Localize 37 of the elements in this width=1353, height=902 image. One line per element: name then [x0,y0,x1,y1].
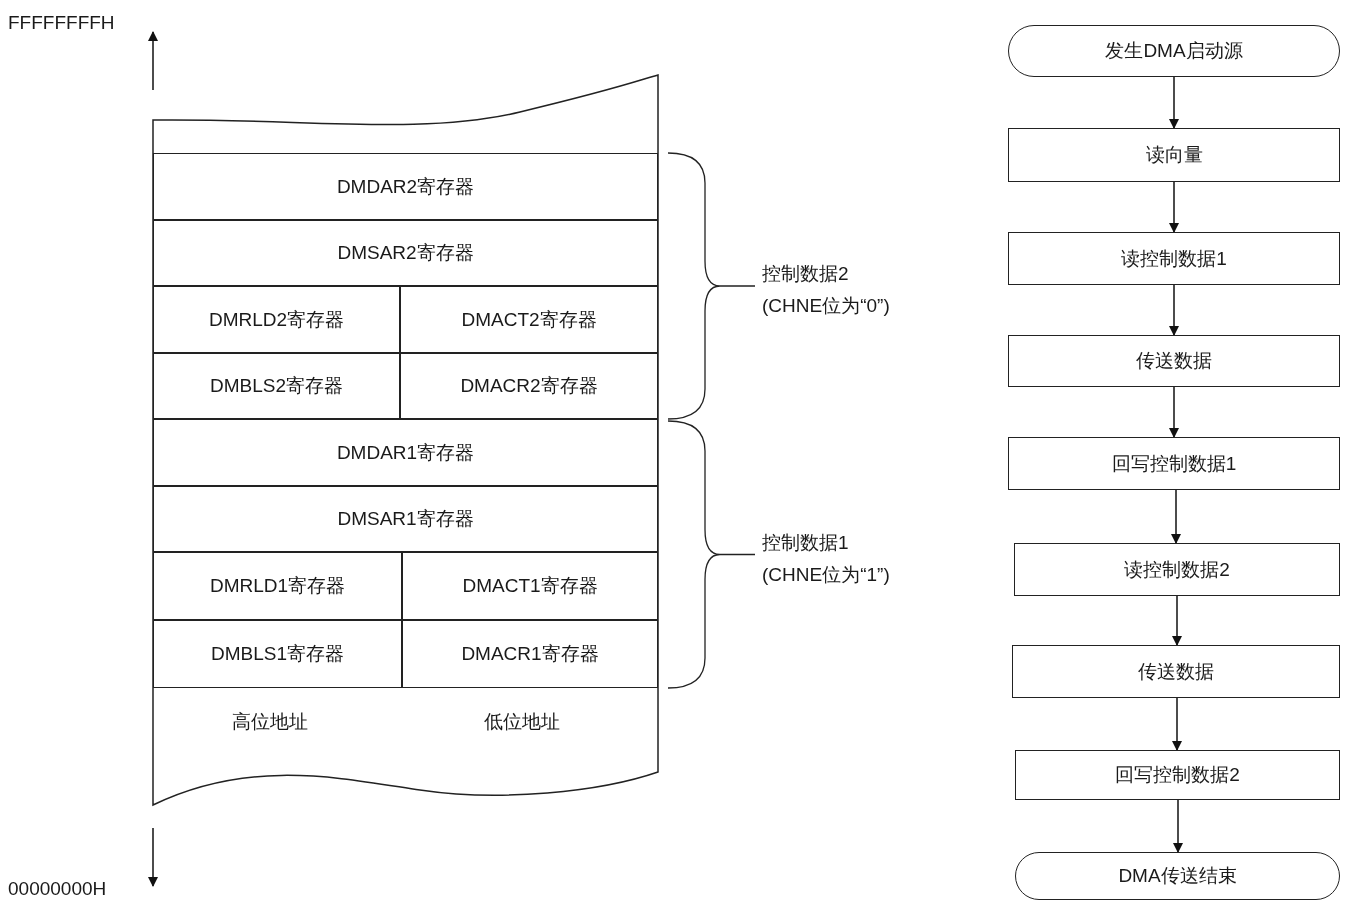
bracket-label: (CHNE位为“0”) [762,294,890,318]
arrow [1169,386,1179,438]
register-cell: DMBLS2寄存器 [153,353,400,419]
register-cell: DMSAR1寄存器 [153,486,658,552]
arrow [1172,697,1182,751]
register-cell: DMDAR2寄存器 [153,153,658,220]
register-cell: DMACT2寄存器 [400,286,658,353]
register-cell: DMACT1寄存器 [402,552,658,620]
bracket-label: (CHNE位为“1”) [762,563,890,587]
process-box: 回写控制数据2 [1015,750,1340,800]
arrow [1171,489,1181,544]
process-box: 回写控制数据1 [1008,437,1340,490]
arrow [1169,76,1179,129]
bracket-label: 控制数据2 [762,262,849,286]
register-cell: DMRLD1寄存器 [153,552,402,620]
process-box: 读向量 [1008,128,1340,182]
register-cell: DMACR1寄存器 [402,620,658,688]
process-box: 读控制数据1 [1008,232,1340,285]
register-cell: DMSAR2寄存器 [153,220,658,286]
terminator-box: DMA传送结束 [1015,852,1340,900]
address-label: 00000000H [8,878,107,900]
arrow [1169,284,1179,336]
bracket-label: 控制数据1 [762,531,849,555]
register-cell: DMDAR1寄存器 [153,419,658,486]
process-box: 传送数据 [1008,335,1340,387]
arrow [1169,181,1179,233]
address-label: FFFFFFFFH [8,12,115,34]
process-box: 传送数据 [1012,645,1340,698]
register-cell: DMRLD2寄存器 [153,286,400,353]
process-box: 读控制数据2 [1014,543,1340,596]
register-cell: DMACR2寄存器 [400,353,658,419]
arrow [1173,799,1183,853]
register-cell: DMBLS1寄存器 [153,620,402,688]
column-label: 高位地址 [232,710,308,734]
terminator-box: 发生DMA启动源 [1008,25,1340,77]
column-label: 低位地址 [484,710,560,734]
arrow [1172,595,1182,646]
